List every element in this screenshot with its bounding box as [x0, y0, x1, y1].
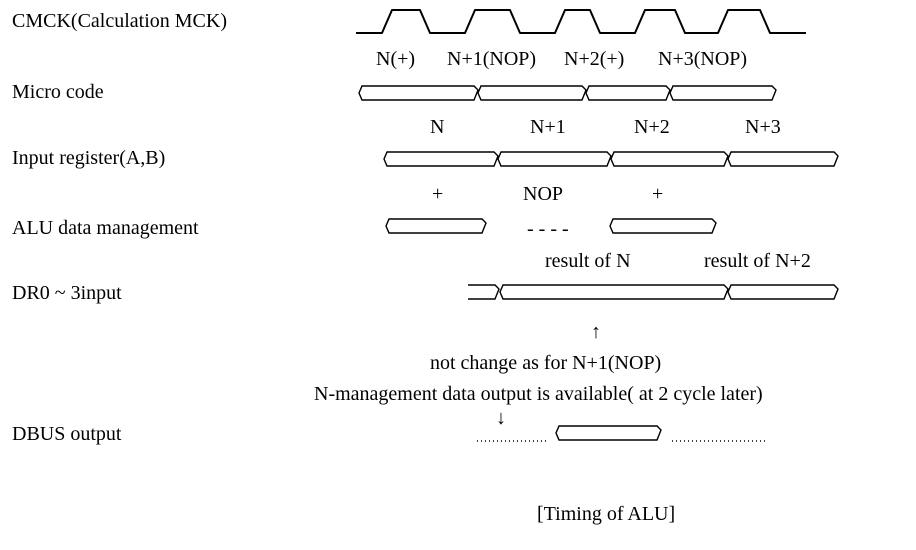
alu-segment-n2: [609, 218, 717, 234]
input-segment-n: [383, 151, 499, 167]
dr-segment-result-n: [499, 284, 729, 300]
dbus-bus: [477, 425, 768, 442]
note-output-available: N-management data output is available( a…: [314, 383, 763, 405]
dr-segment-result-n2: [727, 284, 839, 300]
row-label-alu-data-management: ALU data management: [12, 217, 199, 239]
alu-label-nop: NOP: [523, 183, 563, 205]
diagram-caption: [Timing of ALU]: [537, 503, 675, 525]
micro-code-segment-n3: [669, 85, 777, 101]
micro-code-segment-n: [358, 85, 479, 101]
note-not-change: not change as for N+1(NOP): [430, 352, 661, 374]
input-label-n1: N+1: [530, 116, 566, 138]
dbus-segment-n: [555, 425, 662, 441]
input-register-bus: [383, 151, 839, 167]
input-label-n: N: [430, 116, 444, 138]
alu-segment-n: [385, 218, 487, 234]
row-label-dbus-output: DBUS output: [12, 423, 122, 445]
micro-label-n2: N+2(+): [564, 48, 624, 70]
micro-label-n3: N+3(NOP): [658, 48, 747, 70]
alu-bus: - - - -: [385, 218, 717, 240]
input-label-n2: N+2: [634, 116, 670, 138]
micro-label-n1: N+1(NOP): [447, 48, 536, 70]
dr-bus: [468, 284, 839, 300]
micro-code-segment-n2: [585, 85, 671, 101]
micro-code-bus: [358, 85, 777, 101]
alu-label-plus-1: +: [432, 183, 443, 205]
input-segment-n2: [610, 151, 729, 167]
row-label-dr-input: DR0 ~ 3input: [12, 282, 122, 304]
micro-code-segment-n1: [477, 85, 587, 101]
row-label-micro-code: Micro code: [12, 81, 104, 103]
cmck-clock-waveform: [356, 9, 806, 34]
up-arrow-icon: ↑: [591, 321, 601, 343]
input-label-n3: N+3: [745, 116, 781, 138]
dr-label-result-n2: result of N+2: [704, 250, 811, 272]
down-arrow-icon: ↓: [496, 407, 506, 429]
alu-gap: - - - -: [527, 218, 569, 240]
alu-label-plus-2: +: [652, 183, 663, 205]
input-segment-n1: [497, 151, 612, 167]
input-segment-n3: [727, 151, 839, 167]
dr-segment-previous: [468, 284, 500, 300]
micro-label-n: N(+): [376, 48, 415, 70]
row-label-input-register: Input register(A,B): [12, 147, 165, 169]
dr-label-result-n: result of N: [545, 250, 631, 272]
row-label-cmck: CMCK(Calculation MCK): [12, 10, 227, 32]
